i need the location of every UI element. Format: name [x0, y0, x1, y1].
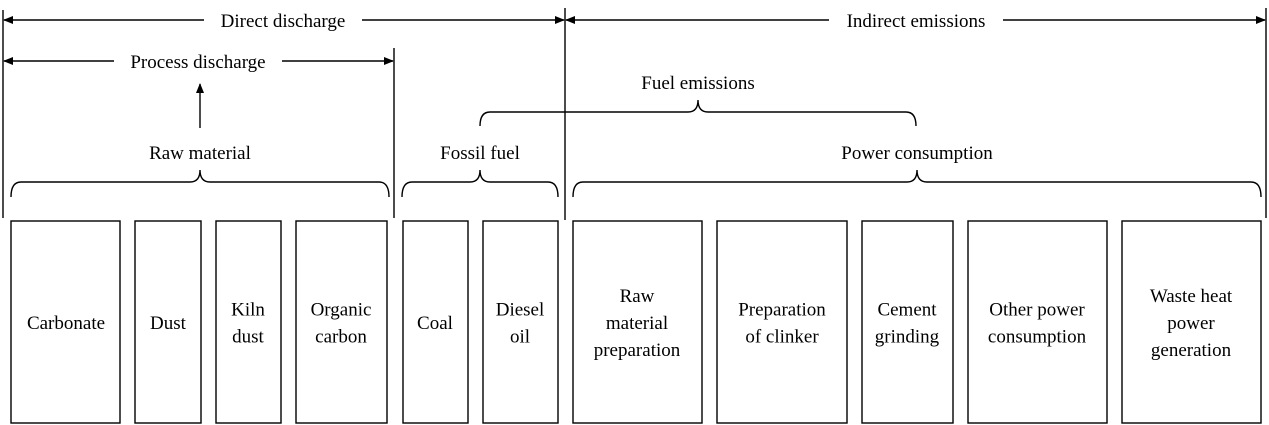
source-box-text: Carbonate	[27, 313, 105, 334]
source-box-text: Coal	[417, 313, 453, 334]
raw-material-label: Raw material	[149, 143, 251, 164]
source-box-carbonate: Carbonate	[10, 220, 121, 424]
fuel-emissions-label: Fuel emissions	[641, 73, 754, 94]
fossil-fuel-label: Fossil fuel	[440, 143, 520, 164]
direct-discharge-label: Direct discharge	[221, 11, 346, 32]
source-box-coal: Coal	[402, 220, 469, 424]
source-box-dust: Dust	[134, 220, 202, 424]
fuel-emissions-bracket	[479, 99, 917, 127]
fossil-fuel-brace	[401, 169, 559, 198]
power-consumption-brace	[572, 169, 1262, 198]
process-discharge-label: Process discharge	[130, 52, 265, 73]
indirect-emissions-label: Indirect emissions	[847, 11, 986, 32]
power-consumption-label: Power consumption	[841, 143, 993, 164]
raw-material-brace	[10, 169, 390, 198]
source-box-text: Dust	[150, 313, 187, 334]
